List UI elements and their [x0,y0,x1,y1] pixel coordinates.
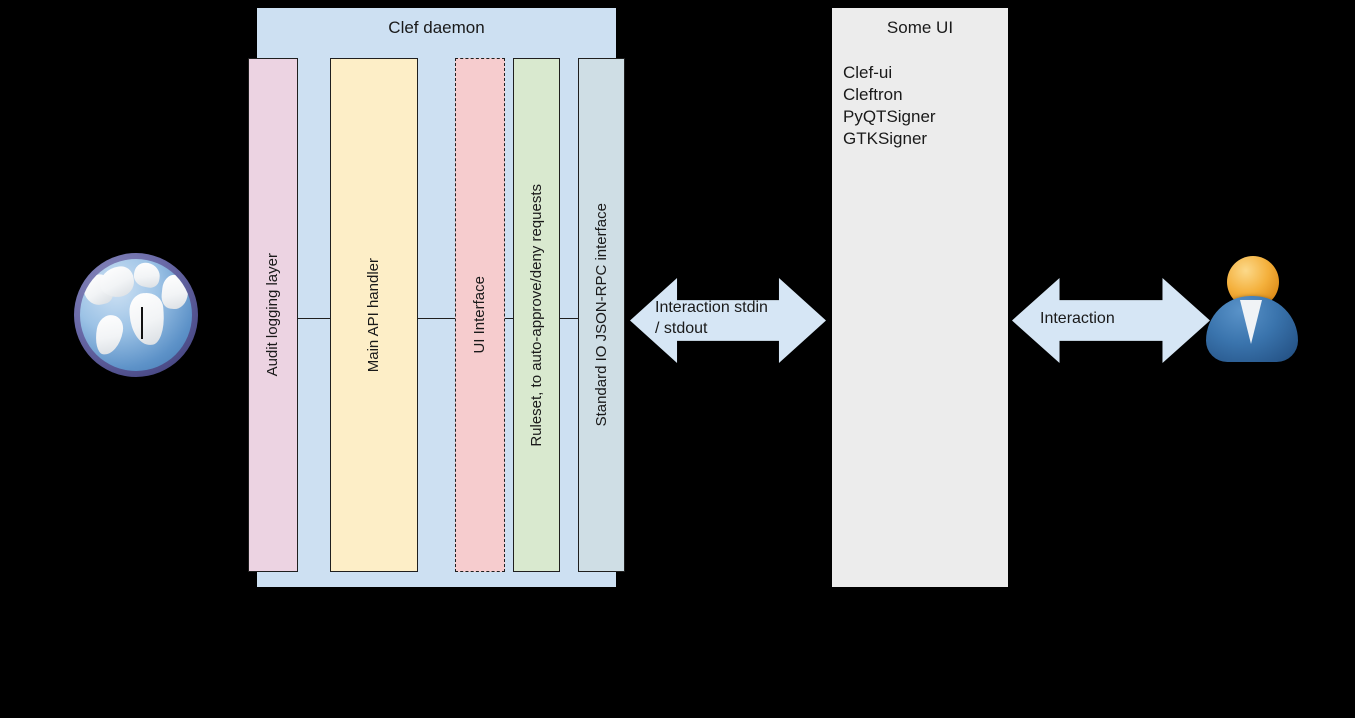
layer-ruleset[interactable]: Ruleset, to auto-approve/deny requests [513,58,560,572]
layer-ui-interface-label: UI Interface [471,276,488,354]
user-icon [1204,256,1300,366]
user-shirt [1240,300,1262,344]
globe-sphere [80,259,192,371]
list-item: GTKSigner [843,129,928,148]
clef-daemon-title: Clef daemon [388,18,485,37]
layer-audit-logging[interactable]: Audit logging layer [248,58,298,572]
layer-ruleset-label: Ruleset, to auto-approve/deny requests [527,183,545,447]
globe-landmass-scandinavia [131,260,163,290]
list-item: Cleftron [843,85,903,104]
layer-stdio-jsonrpc[interactable]: Standard IO JSON-RPC interface [578,58,625,572]
some-ui-container [832,8,1008,587]
some-ui-implementation-list: Clef-ui Cleftron PyQTSigner GTKSigner [843,62,1003,150]
connector-line-audit-api [298,318,330,319]
clef-daemon-container [257,8,616,587]
globe-icon [74,253,198,377]
connector-line-api-ui [418,318,455,319]
layer-stdio-jsonrpc-label: Standard IO JSON-RPC interface [592,203,610,427]
list-item: PyQTSigner [843,107,936,126]
connector-line-ui-ruleset [505,318,513,319]
globe-landmass-south-america [92,313,126,357]
globe-landmass-africa [128,291,166,347]
layer-main-api-handler[interactable]: Main API handler [330,58,418,572]
interaction-arrow-label: Interaction [1040,310,1115,327]
connector-line-ruleset-stdio [560,318,578,319]
list-item: Clef-ui [843,63,893,82]
layer-ui-interface[interactable]: UI Interface [455,58,505,572]
globe-meridian-tick [141,307,143,339]
some-ui-title: Some UI [886,18,954,37]
layer-audit-logging-label: Audit logging layer [264,253,281,377]
stdio-arrow-label: Interaction stdin / stdout [655,299,768,337]
layer-main-api-handler-label: Main API handler [365,257,382,373]
